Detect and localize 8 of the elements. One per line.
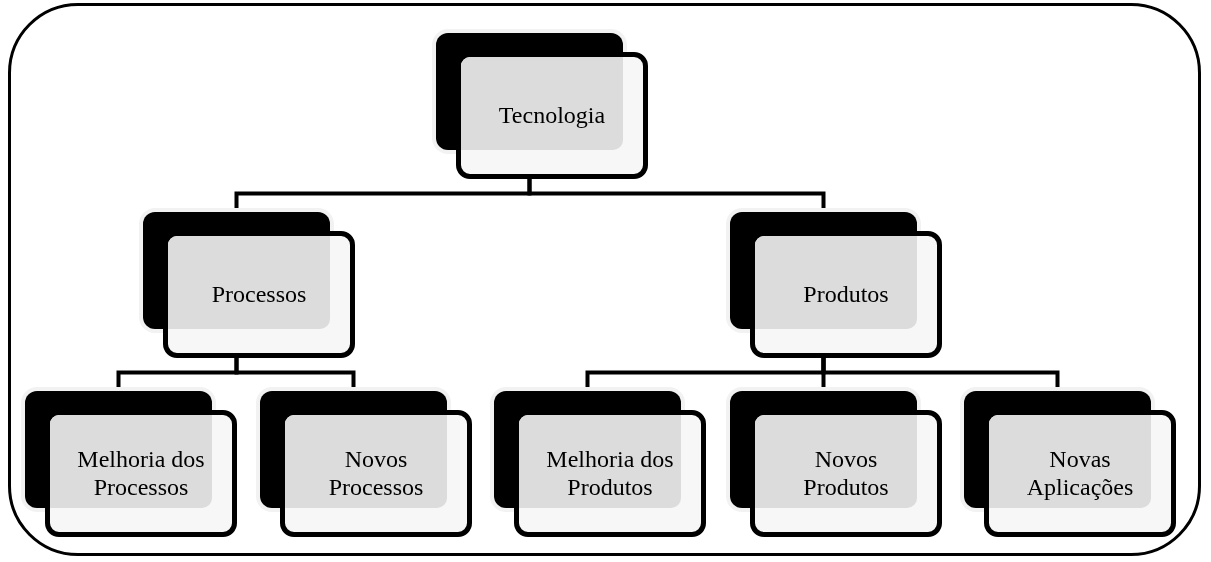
- node-label: Melhoria dos Produtos: [545, 445, 675, 502]
- node-label: Melhoria dos Processos: [76, 445, 206, 502]
- node-label: Produtos: [803, 280, 889, 309]
- node-label: Processos: [211, 280, 307, 309]
- node-label: Novos Processos: [327, 445, 425, 502]
- node-label: Novos Produtos: [802, 445, 890, 502]
- node-label: Novas Aplicações: [1025, 445, 1135, 502]
- node-label: Tecnologia: [498, 101, 606, 130]
